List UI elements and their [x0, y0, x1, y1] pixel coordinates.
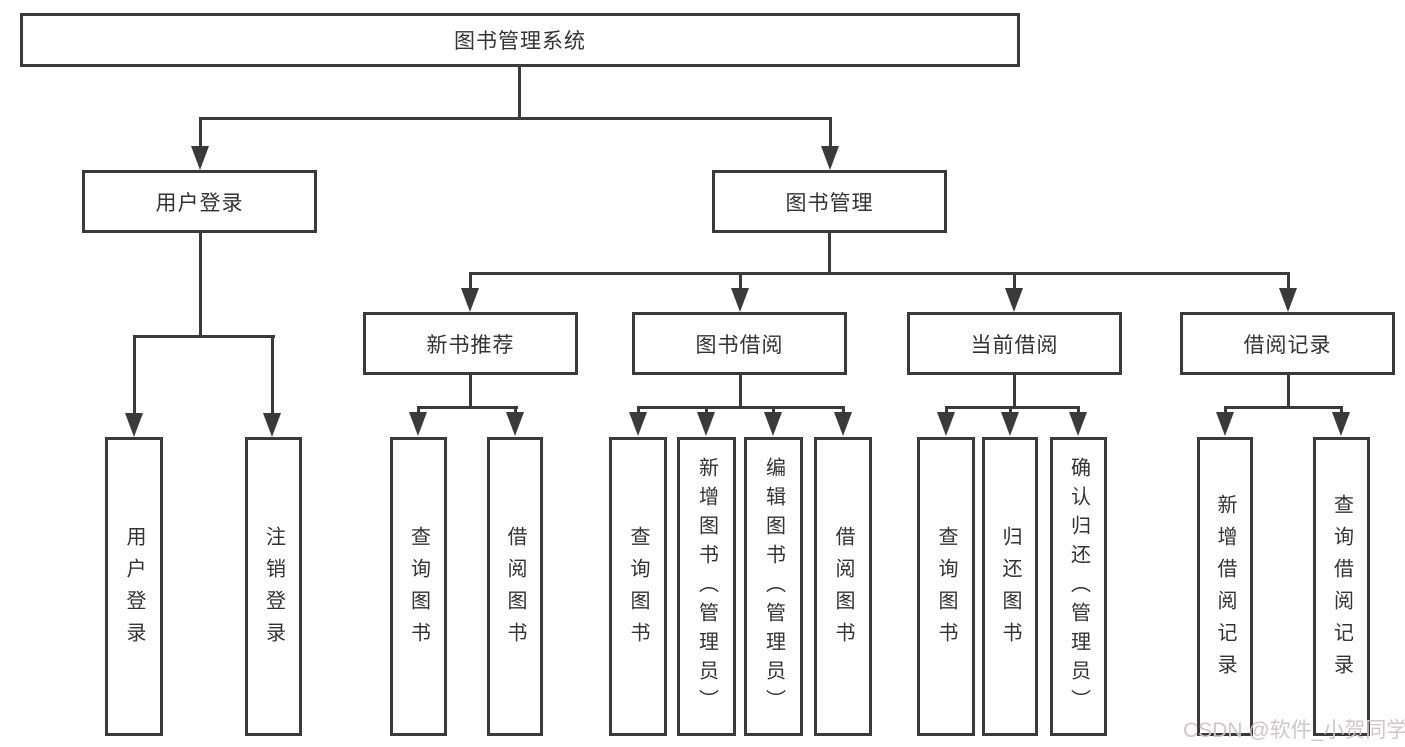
connector-drop — [271, 335, 274, 416]
arrowhead-icon — [409, 412, 427, 436]
node-book-management: 图书管理 — [712, 170, 947, 233]
arrowhead-icon — [697, 412, 715, 436]
connector-drop — [1224, 406, 1227, 415]
connector-drop — [772, 406, 775, 415]
arrowhead-icon — [125, 413, 143, 437]
connector-drop — [417, 406, 420, 415]
leaf-borrow-books-recommend: 借阅图书 — [487, 437, 543, 736]
connector-level1-rail — [199, 117, 832, 120]
leaf-borrow-books: 借阅图书 — [814, 437, 872, 736]
watermark-text: CSDN @软件_小贺同学 — [1183, 719, 1405, 742]
arrowhead-icon — [1279, 288, 1297, 312]
arrowhead-icon — [506, 412, 524, 436]
leaf-query-books-recommend: 查询图书 — [390, 437, 447, 736]
arrowhead-icon — [937, 412, 955, 436]
connector-group-rail — [417, 406, 518, 409]
node-user-login: 用户登录 — [82, 170, 317, 233]
connector-drop — [514, 406, 517, 415]
leaf-query-books-current: 查询图书 — [917, 437, 975, 736]
arrowhead-icon — [191, 146, 209, 170]
connector-drop — [469, 272, 472, 291]
connector-group-rail — [1224, 406, 1343, 409]
arrowhead-icon — [263, 413, 281, 437]
connector-drop — [945, 406, 948, 415]
node-borrowing-records: 借阅记录 — [1180, 312, 1395, 375]
leaf-logout: 注销登录 — [245, 437, 302, 736]
connector-drop — [637, 406, 640, 415]
arrowhead-icon — [1332, 412, 1350, 436]
arrowhead-icon — [764, 412, 782, 436]
connector-userlogin-stem — [199, 233, 202, 335]
arrowhead-icon — [731, 288, 749, 312]
connector-group-stem — [469, 375, 472, 406]
connector-drop — [1009, 406, 1012, 415]
connector-level2-rail — [469, 272, 1290, 275]
arrowhead-icon — [821, 146, 839, 170]
arrowhead-icon — [1216, 412, 1234, 436]
connector-drop — [133, 335, 136, 416]
arrowhead-icon — [834, 412, 852, 436]
connector-bookmgmt-stem — [828, 233, 831, 272]
arrowhead-icon — [629, 412, 647, 436]
connector-drop — [1340, 406, 1343, 415]
arrowhead-icon — [1001, 412, 1019, 436]
leaf-query-borrow-record: 查询借阅记录 — [1313, 437, 1370, 736]
connector-drop — [829, 117, 832, 148]
connector-root-stem — [518, 67, 521, 117]
connector-userlogin-rail — [133, 335, 275, 338]
connector-drop — [1077, 406, 1080, 415]
arrowhead-icon — [1005, 288, 1023, 312]
connector-drop — [199, 117, 202, 148]
connector-group-rail — [945, 406, 1080, 409]
connector-group-stem — [1287, 375, 1290, 406]
connector-drop — [705, 406, 708, 415]
arrowhead-icon — [461, 288, 479, 312]
connector-group-stem — [739, 375, 742, 406]
connector-drop — [1287, 272, 1290, 291]
leaf-query-books-borrowing: 查询图书 — [609, 437, 667, 736]
leaf-user-login: 用户登录 — [105, 437, 163, 736]
connector-drop — [842, 406, 845, 415]
leaf-confirm-return-admin: 确认归还（管理员） — [1050, 437, 1107, 736]
leaf-add-book-admin: 新增图书（管理员） — [677, 437, 736, 736]
node-current-borrowing: 当前借阅 — [907, 312, 1122, 375]
connector-drop — [1013, 272, 1016, 291]
leaf-return-books: 归还图书 — [982, 437, 1038, 736]
arrowhead-icon — [1069, 412, 1087, 436]
node-book-borrowing: 图书借阅 — [632, 312, 847, 375]
connector-group-rail — [637, 406, 845, 409]
leaf-add-borrow-record: 新增借阅记录 — [1197, 437, 1253, 736]
node-new-book-recommend: 新书推荐 — [363, 312, 578, 375]
connector-group-stem — [1013, 375, 1016, 406]
leaf-edit-book-admin: 编辑图书（管理员） — [744, 437, 803, 736]
connector-drop — [739, 272, 742, 291]
node-root: 图书管理系统 — [20, 13, 1020, 67]
